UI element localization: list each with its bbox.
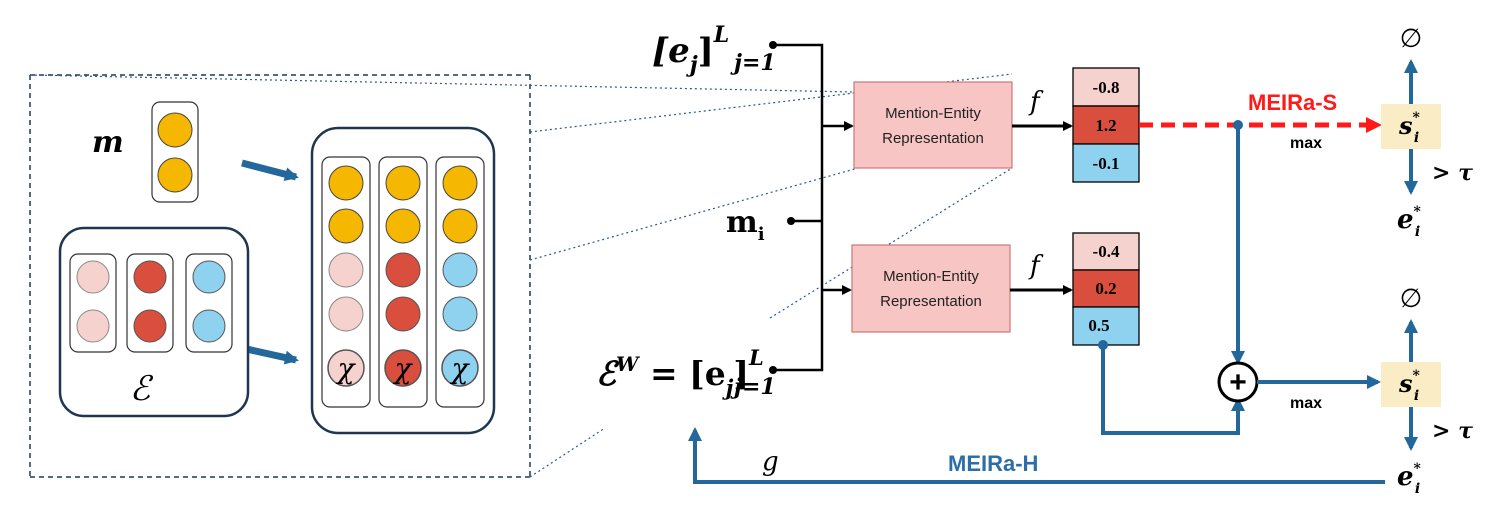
score-value: 1.2 — [1095, 116, 1116, 135]
score-value: -0.8 — [1093, 78, 1120, 97]
empty-set-bottom: ∅ — [1400, 284, 1423, 314]
f-label-bottom: f — [1028, 251, 1044, 281]
combined-dot-blue — [442, 296, 478, 332]
mer-box-bottom — [851, 244, 1011, 333]
entity-dot-red — [133, 309, 167, 343]
entity-set-label: ℰ — [130, 369, 154, 409]
combined-dot-yellow — [442, 165, 478, 201]
score-value: 0.2 — [1095, 279, 1116, 298]
combined-dot-pink — [327, 349, 365, 387]
combined-dot-yellow — [385, 208, 421, 244]
bus-top — [773, 43, 824, 372]
zoom-line-2 — [529, 73, 1013, 133]
combined-dot-yellow — [328, 165, 364, 201]
s-star-bottom: s*i — [1398, 368, 1421, 404]
zoom-line-3 — [529, 167, 859, 261]
mer-label-line1: Mention-Entity — [883, 268, 979, 285]
combined-dot-red — [385, 252, 421, 288]
combined-dot-pink — [328, 252, 364, 288]
mer-label-line2: Representation — [880, 293, 982, 310]
mer-box-top — [853, 81, 1013, 169]
combined-dot-yellow — [385, 165, 421, 201]
score-cell-blue — [1072, 306, 1140, 346]
combined-dot-pink — [328, 296, 364, 332]
e-star-bottom: e*i — [1397, 461, 1422, 497]
output-stack-top: ∅ s*i > τ e*i — [1381, 24, 1473, 240]
mer-block-top: Mention-Entity Representation — [853, 81, 1013, 169]
g-label: g — [762, 447, 779, 477]
zoom-line-1 — [29, 74, 855, 93]
zoom-line-5 — [529, 427, 606, 478]
score-value: -0.4 — [1093, 242, 1120, 261]
score-box-top — [1381, 104, 1441, 149]
mention-dot — [157, 112, 193, 148]
combined-dot-red — [385, 296, 421, 332]
output-stack-bottom: ∅ s*i > τ e*i — [1381, 284, 1473, 497]
bottom-score-path — [1101, 345, 1245, 435]
entity-dot-red — [133, 260, 167, 294]
combined-dot-yellow — [442, 208, 478, 244]
tau-top: > τ — [1432, 160, 1473, 186]
combined-dot-red — [384, 349, 422, 387]
entity-list-bottom-sub: j=1 — [730, 374, 776, 400]
score-cell-red — [1072, 269, 1140, 308]
tau-bottom: > τ — [1432, 418, 1473, 444]
feedback-path — [688, 427, 1385, 484]
chi-label: χ — [336, 352, 357, 385]
meira-h-label: MEIRa-H — [948, 451, 1038, 476]
mer-block-bottom: Mention-Entity Representation — [851, 244, 1011, 333]
max-label-bottom: max — [1290, 395, 1322, 412]
max-label-top: max — [1290, 135, 1322, 152]
zoom-panel: m ℰ χ χ — [29, 73, 1013, 478]
empty-set-top: ∅ — [1400, 24, 1423, 54]
score-value: -0.1 — [1093, 154, 1120, 173]
entity-dot-pink — [76, 309, 110, 343]
scores-top: -0.8 1.2 -0.1 — [1072, 67, 1140, 183]
combined-dot-blue — [441, 349, 479, 387]
s-star-top: s*i — [1398, 110, 1421, 146]
score-box-bottom — [1381, 362, 1441, 407]
m-label: m — [92, 125, 124, 160]
mention-mi: mi — [726, 205, 765, 245]
score-cell-pink — [1072, 232, 1140, 271]
entity-dot-blue — [192, 309, 226, 343]
combined-dot-yellow — [328, 208, 364, 244]
chi-label: χ — [450, 352, 471, 385]
concat-arrow-bottom — [241, 344, 299, 365]
entity-list-bottom: ℰW = [ej]L — [596, 345, 764, 400]
entity-list-top-sub: j=1 — [730, 50, 776, 76]
inputs: [ej]L j=1 mi ℰW = [ej]L j=1 — [596, 22, 854, 400]
mer-label-line1: Mention-Entity — [885, 105, 981, 122]
chi-label: χ — [393, 352, 414, 385]
score-value: 0.5 — [1088, 316, 1109, 335]
concat-arrow-top — [241, 159, 299, 182]
entity-dot-pink — [76, 260, 110, 294]
scores-bottom: -0.4 0.2 0.5 — [1072, 232, 1140, 346]
entity-list-top: [ej]L — [652, 22, 729, 78]
meira-s-label: MEIRa-S — [1248, 90, 1337, 115]
e-star-top: e*i — [1397, 204, 1422, 240]
entity-dot-blue — [192, 260, 226, 294]
sum-plus: + — [1229, 366, 1247, 399]
score-cell-blue — [1072, 143, 1140, 183]
mer-label-line2: Representation — [882, 130, 984, 147]
mention-dot — [157, 157, 193, 193]
combined-dot-blue — [442, 252, 478, 288]
f-label-top: f — [1028, 87, 1044, 117]
